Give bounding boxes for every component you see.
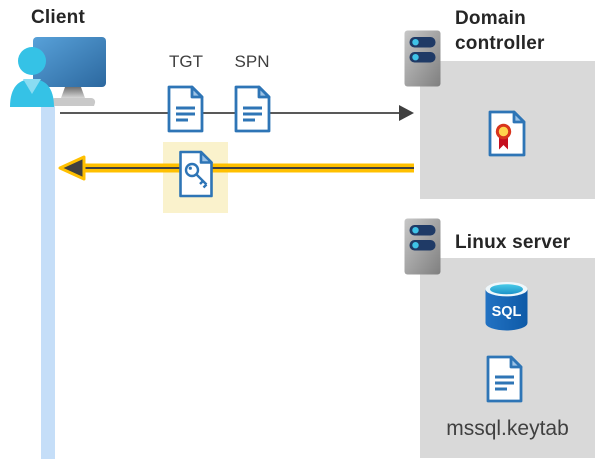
tgt-ticket-icon <box>167 85 204 133</box>
keytab-file-icon <box>486 355 523 403</box>
tgt-label: TGT <box>169 52 203 71</box>
client-lifeline <box>41 99 55 459</box>
request-arrow-head-icon <box>399 105 414 121</box>
key-ticket-icon <box>179 150 213 198</box>
spn-ticket-icon <box>234 85 271 133</box>
linux-server-label: Linux server <box>455 232 571 253</box>
sql-badge-text: SQL <box>492 304 522 320</box>
spn-label: SPN <box>234 52 270 71</box>
client-label: Client <box>31 7 85 28</box>
keytab-filename-label: mssql.keytab <box>446 417 569 440</box>
request-arrow-line <box>60 112 405 114</box>
domain-controller-server-icon <box>404 30 441 87</box>
response-arrow-icon <box>58 155 414 181</box>
linux-server-icon <box>404 218 441 275</box>
client-computer-icon <box>10 37 106 107</box>
domain-controller-label: Domain controller <box>455 8 545 54</box>
certificate-icon <box>488 110 526 157</box>
sql-database-icon: SQL <box>485 282 528 331</box>
